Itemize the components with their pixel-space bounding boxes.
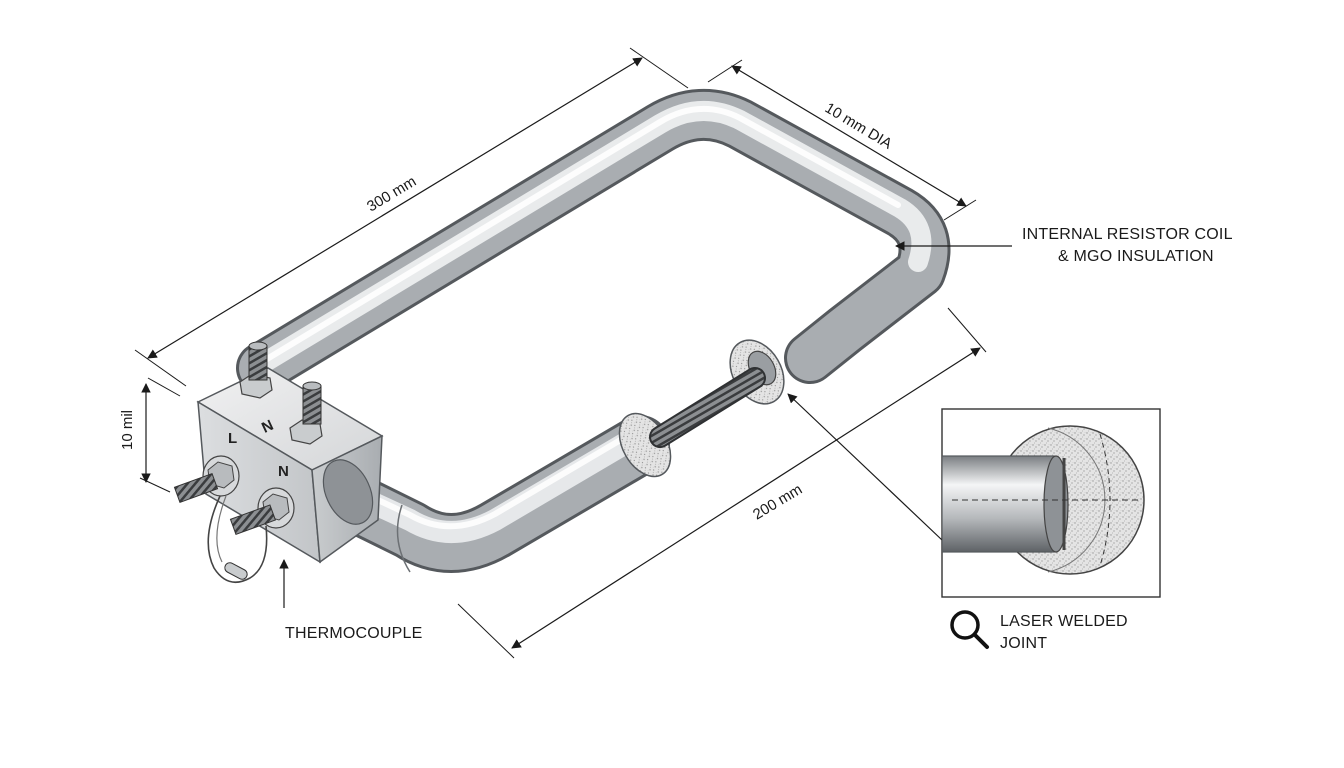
weld-leader-line [787, 393, 943, 541]
dimension-10mil: 10 mil [119, 377, 181, 493]
front-stud-right [229, 487, 295, 535]
callout-thermocouple: THERMOCOUPLE [279, 559, 423, 642]
callout-thermocouple-label: THERMOCOUPLE [285, 625, 423, 642]
callout-weld-line1: LASER WELDED [1000, 613, 1128, 630]
callout-laser-weld: LASER WELDED JOINT [950, 610, 1128, 652]
callout-weld-line2: JOINT [1000, 635, 1047, 652]
dimension-300mm: 300 mm [134, 47, 689, 387]
dimension-height-label: 10 mil [119, 410, 136, 450]
callout-resistor-coil: INTERNAL RESISTOR COIL & MGO INSULATION [895, 226, 1233, 265]
terminal-label-l: L [228, 430, 237, 447]
terminal-label-n-front: N [278, 463, 289, 480]
top-stud-right [289, 381, 323, 445]
callout-resistor-line2: & MGO INSULATION [1058, 248, 1214, 265]
detail-view [941, 408, 1161, 598]
callout-resistor-line1: INTERNAL RESISTOR COIL [1022, 226, 1233, 243]
dimension-200mm-label: 200 mm [750, 481, 805, 523]
front-stud-left [173, 455, 240, 503]
dimension-300mm-label: 300 mm [364, 173, 419, 215]
terminal-box: L N N [173, 341, 384, 584]
magnifier-icon [950, 610, 989, 649]
